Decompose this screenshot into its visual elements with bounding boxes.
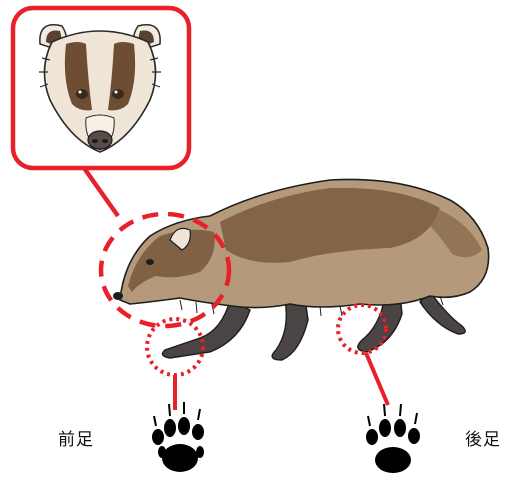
hind-paw-print-icon (366, 404, 420, 473)
front-foot-callout (147, 319, 203, 410)
face-inset (13, 8, 189, 216)
badger-walking-icon (113, 179, 489, 360)
front-paw-print-icon (152, 402, 204, 472)
front-foot-label: 前足 (58, 425, 94, 450)
hind-foot-label: 後足 (465, 425, 501, 450)
